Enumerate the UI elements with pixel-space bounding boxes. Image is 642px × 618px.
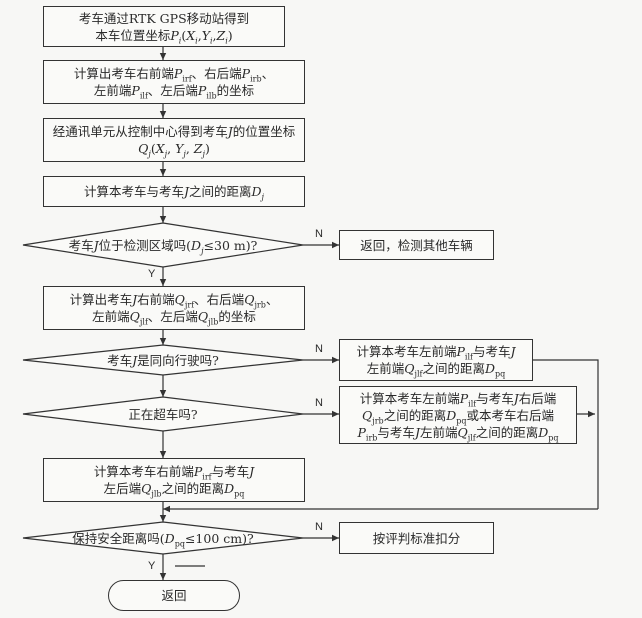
label-no-d2: N — [315, 343, 323, 355]
step-compute-distance: 计算本考车与考车J之间的距离Dj — [43, 176, 305, 207]
decision-safe-distance: 保持安全距离吗(Dpq≤100 cm)? — [72, 530, 254, 548]
label-no-d1: N — [315, 228, 323, 240]
step-return-check-others: 返回，检测其他车辆 — [339, 230, 494, 260]
label-no-d3: N — [315, 397, 323, 409]
terminal-return: 返回 — [108, 580, 240, 611]
step-compute-own-corners: 计算出考车右前端Pirf、右后端Pirb、左前端Pilf、左后端Pilb的坐标 — [43, 60, 305, 104]
connector-r2-merge — [533, 359, 599, 509]
step-deduct-points: 按评判标准扣分 — [339, 522, 494, 554]
decision-same-direction: 考车J是同向行驶吗? — [107, 352, 219, 368]
label-no-d4: N — [315, 521, 323, 533]
decision-overtaking: 正在超车吗? — [128, 406, 198, 422]
step-gps-position: 考车通过RTK GPS移动站得到本车位置坐标Pi(Xi,Yi,Zi) — [43, 6, 285, 47]
decision-detection-area: 考车J位于检测区域吗(Dj≤30 m)? — [68, 237, 258, 255]
label-yes-d1: Y — [148, 268, 156, 280]
step-compute-other-corners: 计算出考车J右前端Qjrf、右后端Qjrb、左前端Qjlf、左后端Qjlb的坐标 — [43, 286, 305, 330]
label-yes-d4: Y — [148, 560, 156, 572]
